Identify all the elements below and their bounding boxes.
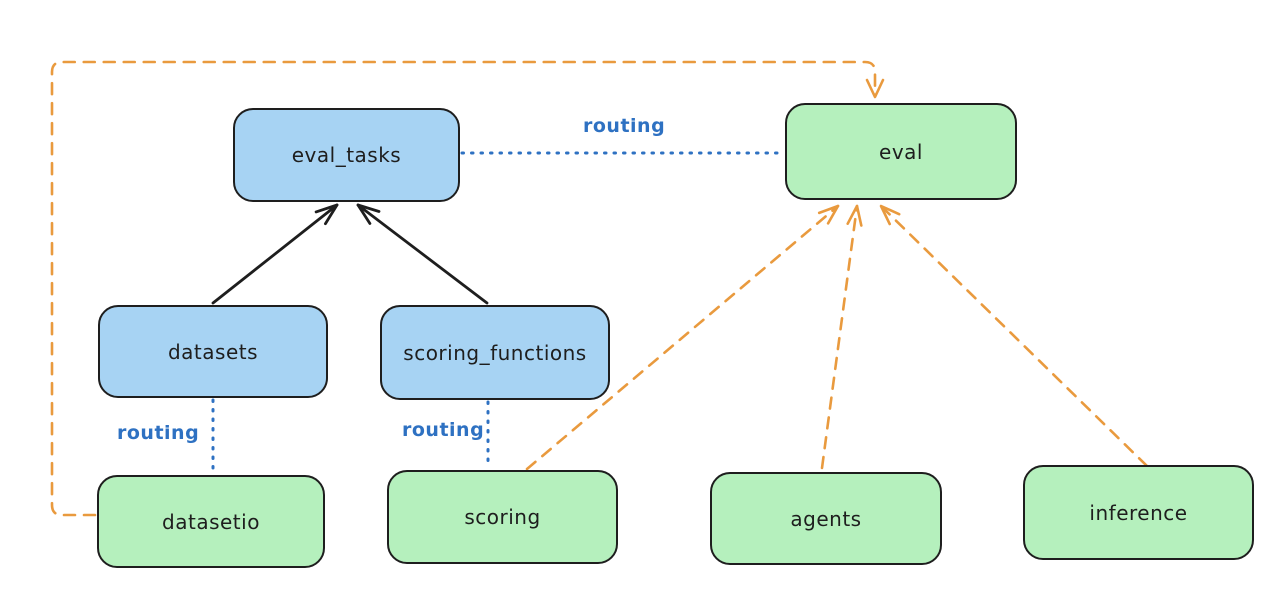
edge-datasetio-to-eval-arrowhead [865,78,885,99]
node-datasetio-label: datasetio [162,509,260,534]
node-eval-tasks: eval_tasks [233,108,460,202]
edge-agents-to-eval-arrowhead [846,204,863,227]
edge-label-routing-scoring: routing [402,419,485,441]
edge-datasets-to-eval-tasks [211,203,339,305]
node-scoring-functions-label: scoring_functions [403,340,587,365]
edge-scoring-to-eval-arrowhead [817,204,840,225]
edge-datasetio-to-eval [50,60,877,517]
edge-label-routing-top: routing [583,115,666,137]
node-agents: agents [710,472,942,565]
node-eval: eval [785,103,1017,200]
edge-scoring-functions-to-eval-tasks-arrowhead [356,203,381,225]
node-eval-tasks-label: eval_tasks [291,143,402,167]
node-scoring-functions: scoring_functions [380,305,610,400]
node-datasets-label: datasets [167,339,259,364]
edge-agents-to-eval [820,204,859,470]
node-inference-label: inference [1089,500,1188,525]
edge-datasets-to-eval-tasks-arrowhead [314,203,339,226]
edge-scoring-to-eval [525,204,840,471]
node-agents-label: agents [790,506,862,531]
node-datasetio: datasetio [97,475,325,568]
edge-inference-to-eval-arrowhead [879,204,901,226]
edge-inference-to-eval [879,204,1149,468]
node-datasets: datasets [98,305,328,398]
node-inference: inference [1023,465,1254,560]
node-scoring-label: scoring [464,505,541,529]
node-eval-label: eval [879,139,923,164]
edge-scoring-functions-to-eval-tasks [356,203,489,305]
edge-label-routing-datasets: routing [117,422,200,444]
node-scoring: scoring [387,470,618,564]
